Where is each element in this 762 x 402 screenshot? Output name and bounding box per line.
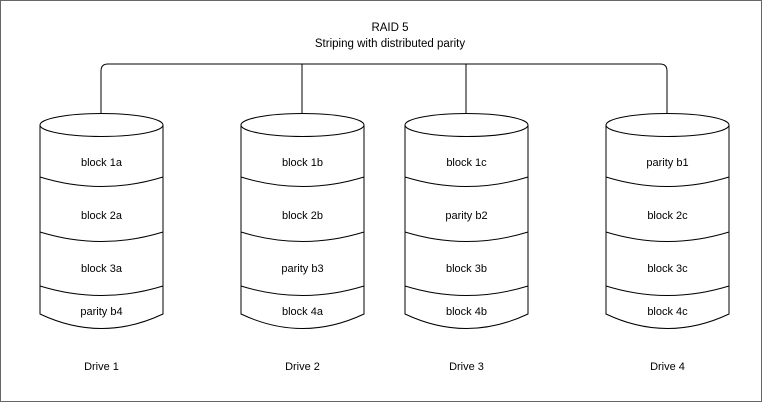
drive-1-block-3: block 3a — [81, 263, 123, 275]
drive-4-divider-3 — [605, 285, 730, 296]
drive-3-group[interactable]: block 1c parity b2 block 3b block 4b Dri… — [404, 113, 529, 374]
controller-bus — [100, 63, 668, 122]
drive-3-cylinder-top — [404, 113, 529, 137]
drive-2-block-2: block 2b — [282, 210, 323, 222]
drive-4-cylinder-body — [605, 124, 730, 329]
drive-3-divider-3 — [404, 285, 529, 296]
drive-3-cylinder-body — [404, 124, 529, 329]
drive-2-divider-2 — [240, 231, 365, 242]
drive-2-block-4: block 4a — [282, 306, 324, 318]
drive-4-group[interactable]: parity b1 block 2c block 3c block 4c Dri… — [605, 113, 730, 374]
drive-1-divider-3 — [39, 285, 164, 296]
drive-1-cylinder-top — [39, 113, 164, 137]
drive-4-block-4: block 4c — [647, 306, 688, 318]
drive-1-block-1: block 1a — [81, 157, 123, 169]
drive-2-block-3: parity b3 — [281, 263, 323, 275]
bus-trunk — [100, 63, 668, 122]
drive-1-group[interactable]: block 1a block 2a block 3a parity b4 Dri… — [39, 113, 164, 374]
drive-2-label: Drive 2 — [285, 361, 320, 373]
drive-1-cylinder-body — [39, 124, 164, 329]
drive-4-label: Drive 4 — [650, 361, 685, 373]
drive-4-divider-1 — [605, 176, 730, 187]
drive-3-block-2: parity b2 — [445, 210, 487, 222]
drive-3-block-1: block 1c — [446, 157, 487, 169]
drive-2-cylinder-body — [240, 124, 365, 329]
drive-1-divider-2 — [39, 231, 164, 242]
drive-2-divider-3 — [240, 285, 365, 296]
drive-4-divider-2 — [605, 231, 730, 242]
diagram-subtitle: Striping with distributed parity — [315, 38, 465, 50]
drive-3-divider-2 — [404, 231, 529, 242]
drive-2-divider-1 — [240, 176, 365, 187]
drive-1-divider-1 — [39, 176, 164, 187]
drive-3-divider-1 — [404, 176, 529, 187]
drive-1-block-4: parity b4 — [80, 306, 122, 318]
drive-4-block-3: block 3c — [647, 263, 688, 275]
drive-2-cylinder-top — [240, 113, 365, 137]
drive-3-block-4: block 4b — [446, 306, 487, 318]
drive-3-label: Drive 3 — [449, 361, 484, 373]
diagram-title: RAID 5 — [371, 22, 408, 34]
drive-2-group[interactable]: block 1b block 2b parity b3 block 4a Dri… — [240, 113, 365, 374]
drive-1-block-2: block 2a — [81, 210, 123, 222]
drive-1-label: Drive 1 — [84, 361, 119, 373]
drive-4-block-2: block 2c — [647, 210, 688, 222]
drive-2-block-1: block 1b — [282, 157, 323, 169]
drive-4-cylinder-top — [605, 113, 730, 137]
drive-4-block-1: parity b1 — [646, 157, 688, 169]
drive-3-block-3: block 3b — [446, 263, 487, 275]
